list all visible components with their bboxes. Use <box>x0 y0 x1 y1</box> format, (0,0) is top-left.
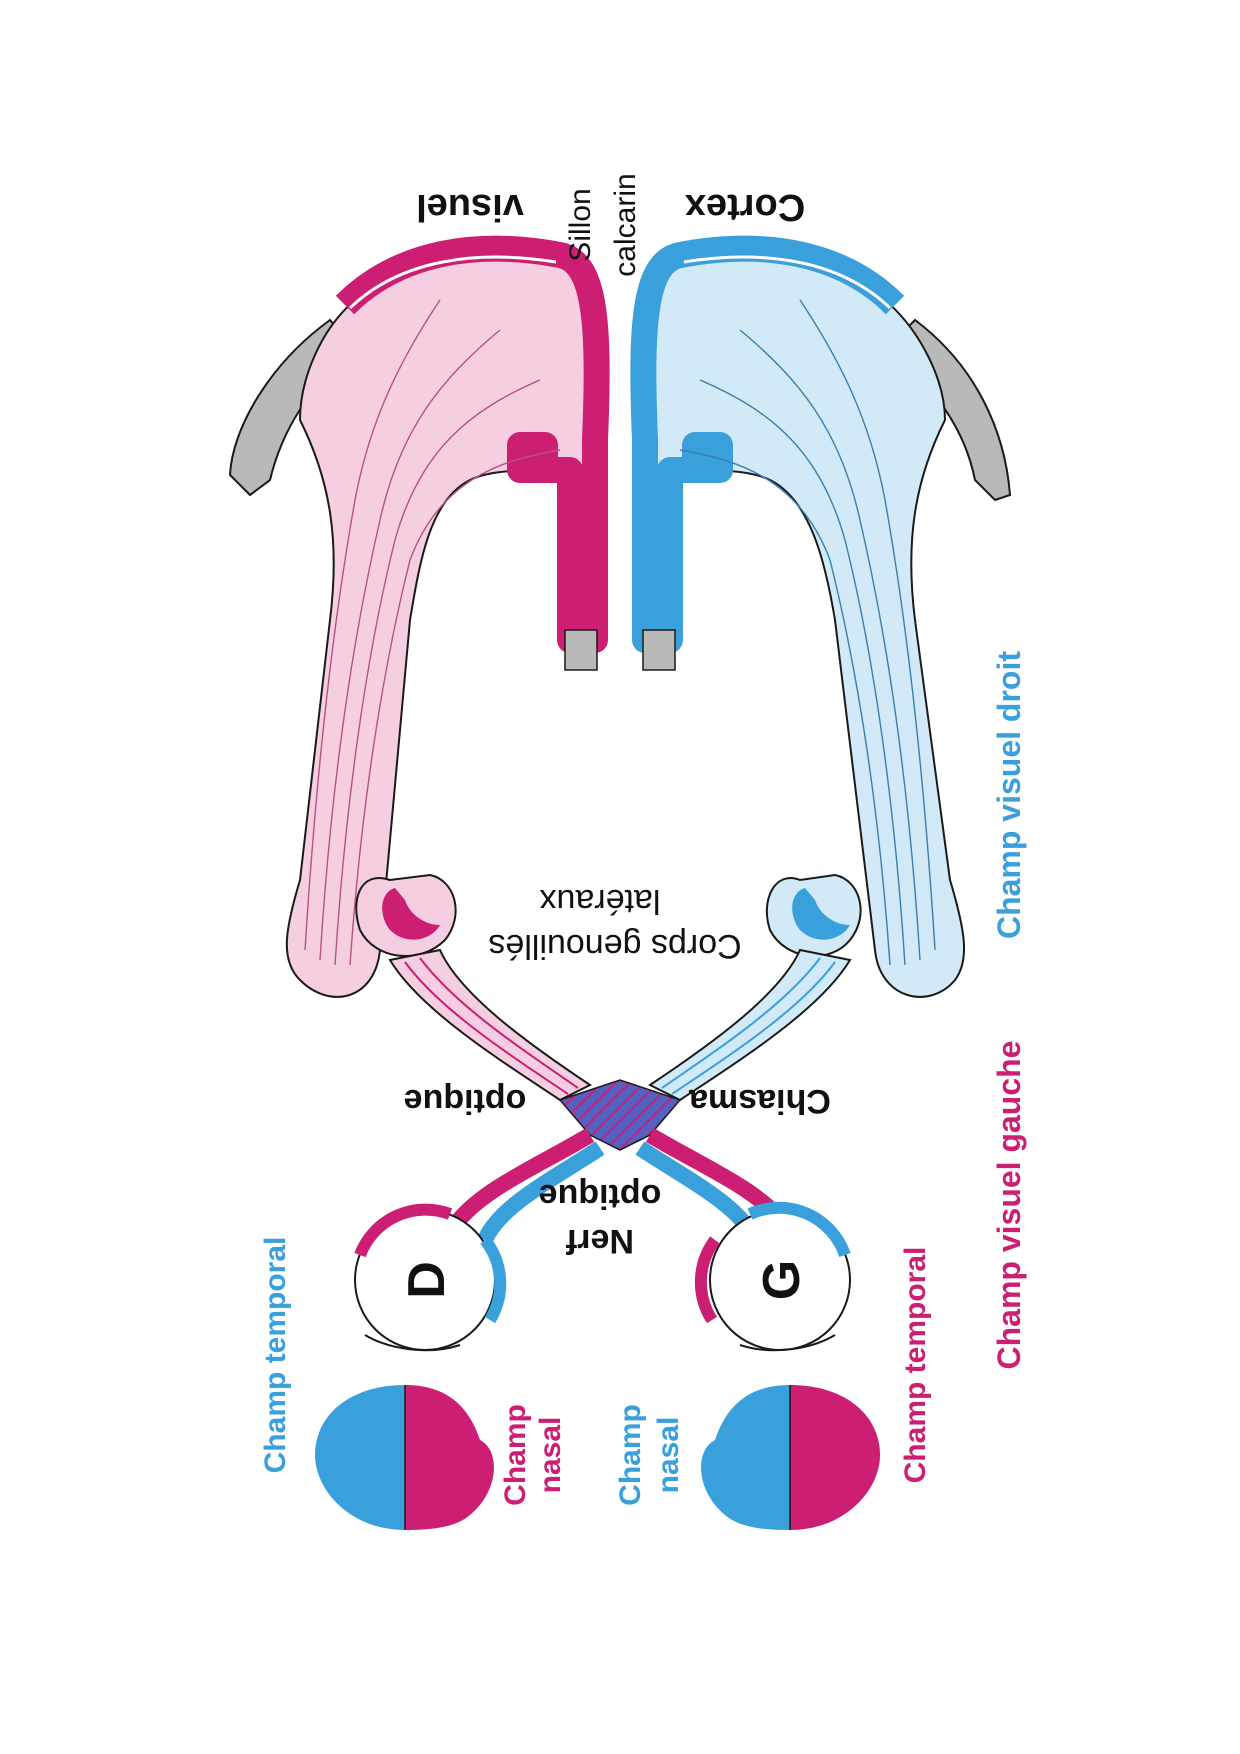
legend-left-field: Champ visuel gauche <box>991 1041 1027 1370</box>
label-champ-nasal-bottom-1: Champ <box>614 1404 647 1506</box>
eye-right <box>354 1203 507 1352</box>
label-chiasma: Chiasma <box>688 1082 831 1120</box>
label-corps-genouilles: Corps genouillés <box>488 927 741 965</box>
lateral-geniculate-left <box>355 873 457 957</box>
eye-left <box>694 1201 851 1352</box>
label-cortex: Cortex <box>685 186 805 228</box>
label-champ-nasal-bottom-2: nasal <box>652 1417 685 1494</box>
label-champ-temporal-top: Champ temporal <box>259 1237 292 1474</box>
eye-right-letter: D <box>398 1261 456 1299</box>
label-calcarin: calcarin <box>609 173 642 276</box>
label-visuel: visuel <box>416 186 524 228</box>
cortex-right-hemisphere <box>630 235 1012 998</box>
label-champ-temporal-bottom: Champ temporal <box>899 1247 932 1484</box>
label-nerf: Nerf <box>565 1222 634 1260</box>
cortex-left-hemisphere <box>228 235 610 998</box>
label-champ-nasal-top-2: nasal <box>534 1417 567 1494</box>
label-sillon: Sillon <box>564 188 597 261</box>
label-nerf-optique: optique <box>539 1177 662 1215</box>
label-chiasma-optique: optique <box>404 1082 527 1120</box>
optic-tract-left <box>388 948 592 1102</box>
optic-tract-right <box>648 948 852 1102</box>
eye-left-letter: G <box>753 1260 811 1300</box>
lateral-geniculate-right <box>765 873 862 957</box>
legend-right-field: Champ visuel droit <box>991 651 1027 939</box>
visual-field-right-eye <box>315 1385 494 1530</box>
visual-field-left-eye <box>701 1385 880 1530</box>
label-lateraux: latéraux <box>540 882 661 920</box>
label-champ-nasal-top-1: Champ <box>499 1404 532 1506</box>
optic-nerve-right-eye <box>448 1128 605 1244</box>
